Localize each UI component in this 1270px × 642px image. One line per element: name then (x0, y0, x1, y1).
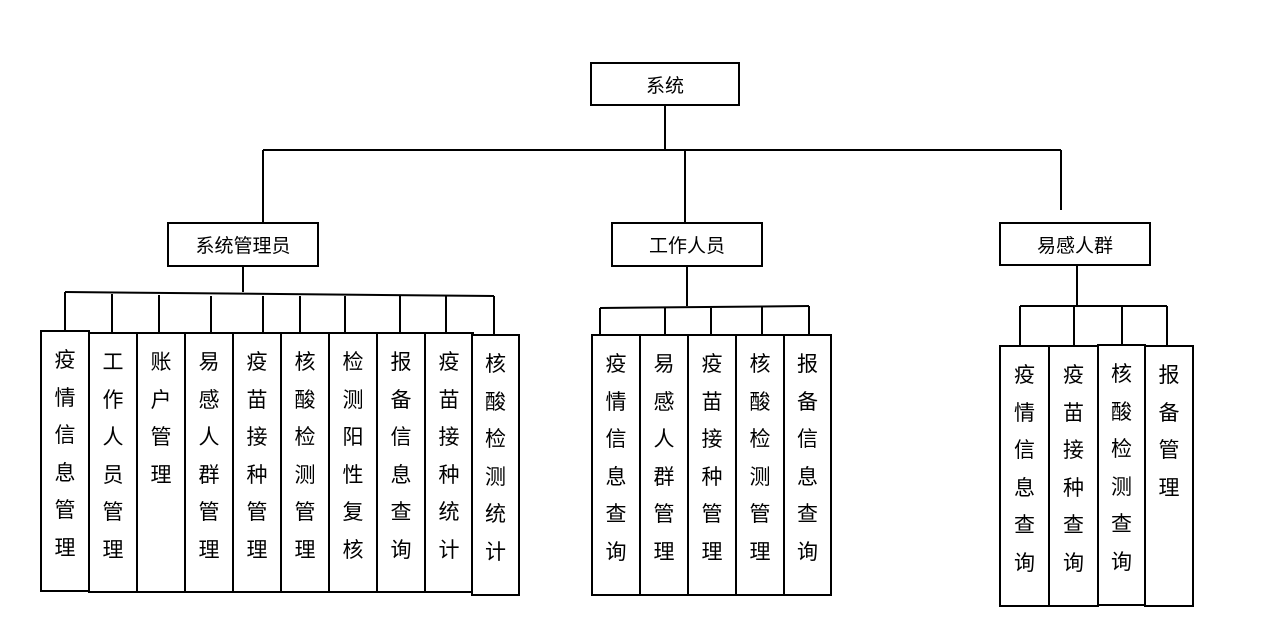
leaf-label: 疫苗接种统计 (438, 350, 460, 562)
leaf-node: 核酸检测查询 (1097, 344, 1146, 606)
leaf-label: 易感人群管理 (198, 350, 220, 562)
leaf-label: 报备信息查询 (390, 350, 412, 562)
leaf-node: 易感人群管理 (639, 334, 689, 596)
leaf-node: 工作人员管理 (88, 332, 138, 593)
leaf-label: 易感人群管理 (653, 352, 675, 564)
branch-node-admin: 系统管理员 (167, 222, 319, 267)
leaf-label: 账户管理 (150, 350, 172, 487)
leaf-node: 疫苗接种统计 (424, 332, 474, 593)
leaf-node: 检测阳性复核 (328, 332, 378, 593)
root-node: 系统 (590, 62, 740, 106)
leaf-label: 疫情信息管理 (54, 348, 76, 560)
leaf-node: 易感人群管理 (184, 332, 234, 593)
leaf-label: 核酸检测查询 (1111, 362, 1132, 574)
leaf-label: 疫苗接种管理 (701, 352, 723, 564)
leaf-node: 核酸检测统计 (471, 334, 520, 596)
leaf-node: 账户管理 (136, 332, 186, 593)
leaf-label: 疫情信息查询 (605, 352, 627, 564)
leaf-label: 核酸检测统计 (485, 352, 506, 564)
leaf-node: 疫情信息管理 (40, 330, 90, 592)
leaf-label: 检测阳性复核 (342, 350, 364, 562)
leaf-node: 疫苗接种管理 (687, 334, 737, 596)
leaf-node: 核酸检测管理 (280, 332, 330, 593)
leaf-label: 报备信息查询 (797, 352, 818, 564)
branch-node-susceptible: 易感人群 (999, 222, 1151, 266)
leaf-label: 核酸检测管理 (749, 352, 771, 564)
leaf-node: 核酸检测管理 (735, 334, 785, 596)
leaf-node: 疫苗接种查询 (1048, 345, 1099, 607)
leaf-node: 报备信息查询 (376, 332, 426, 593)
branch-1-bus (599, 305, 810, 309)
leaf-node: 报备管理 (1144, 345, 1194, 607)
branch-0-bus (64, 291, 495, 297)
leaf-label: 工作人员管理 (102, 350, 124, 562)
leaf-label: 核酸检测管理 (294, 350, 316, 562)
leaf-node: 报备信息查询 (783, 334, 832, 596)
leaf-label: 疫情信息查询 (1014, 363, 1035, 575)
branch-node-staff: 工作人员 (611, 222, 763, 267)
leaf-node: 疫情信息查询 (999, 345, 1050, 607)
leaf-node: 疫情信息查询 (591, 334, 641, 596)
leaf-label: 报备管理 (1158, 363, 1180, 500)
leaf-label: 疫苗接种管理 (246, 350, 268, 562)
leaf-node: 疫苗接种管理 (232, 332, 282, 593)
leaf-label: 疫苗接种查询 (1063, 363, 1084, 575)
